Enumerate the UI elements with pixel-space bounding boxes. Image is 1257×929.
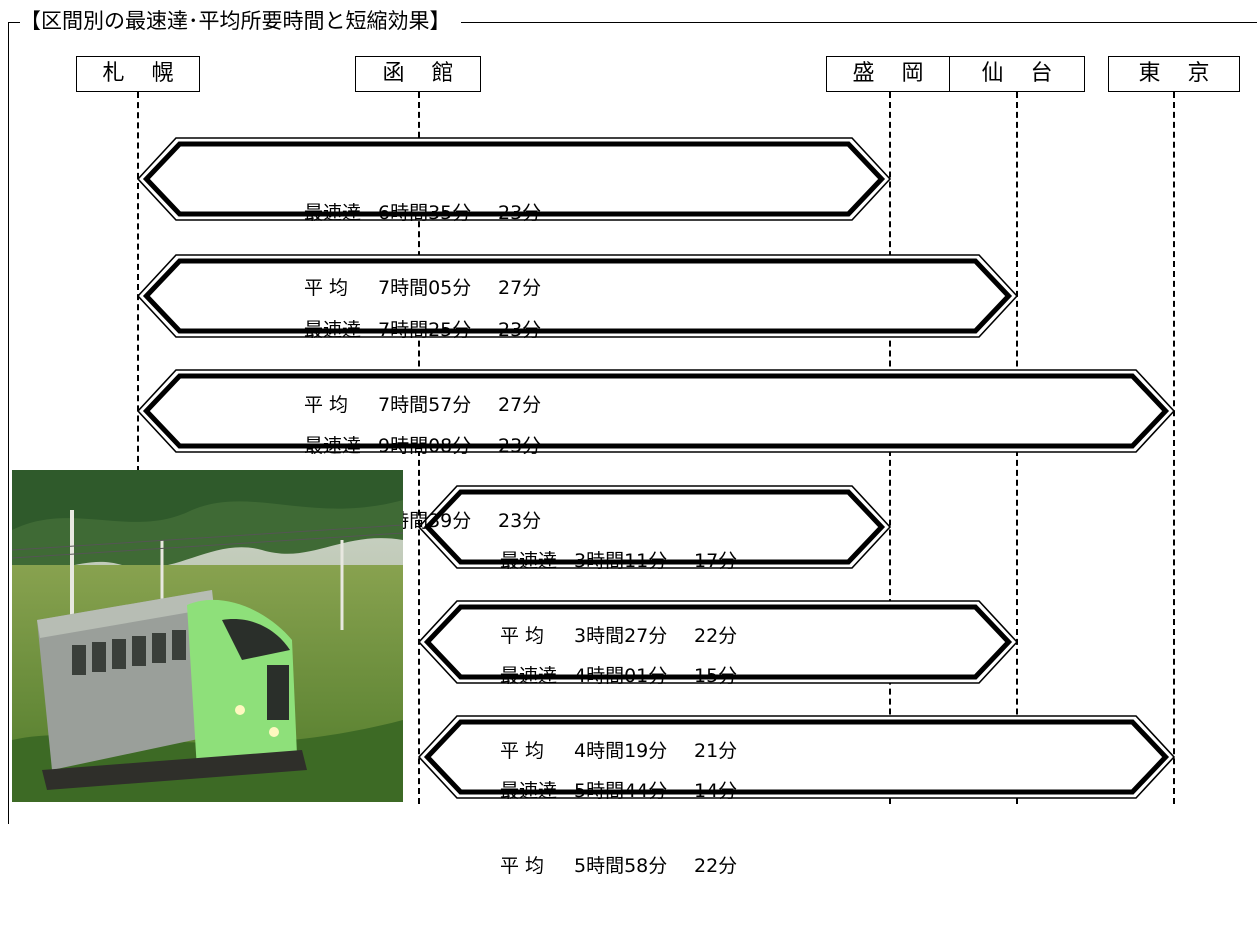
arrow-inner-outline [423,719,1170,795]
segment-arrow-sapporo-morioka [136,137,892,221]
frame-top-border [8,22,1257,23]
arrow-inner-outline [423,604,1013,680]
station-line-tokyo [1173,92,1175,804]
segment-arrow-hakodate-sendai [417,600,1019,684]
diagram: 【区間別の最速達･平均所要時間と短縮効果】 札 幌 函 館 盛 岡 仙 台 東 … [8,6,1257,877]
arrow-inner-outline [142,373,1170,449]
diagram-title: 【区間別の最速達･平均所要時間と短縮効果】 [20,6,461,36]
frame-left-border [8,22,9,824]
station-hakodate: 函 館 [355,56,481,92]
segment-arrows [136,137,1176,799]
segment-arrow-sapporo-tokyo [136,369,1176,453]
arrow-inner-outline [142,141,886,217]
station-sendai: 仙 台 [949,56,1085,92]
segment-arrow-hakodate-tokyo [417,715,1176,799]
arrow-inner-outline [423,489,886,565]
arrow-inner-outline [142,258,1013,334]
station-line-sapporo [137,92,139,472]
station-tokyo: 東 京 [1108,56,1240,92]
station-morioka: 盛 岡 [826,56,950,92]
segment-arrow-sapporo-sendai [136,254,1019,338]
segment-arrow-hakodate-morioka [417,485,892,569]
station-sapporo: 札 幌 [76,56,200,92]
train-photo [12,470,403,802]
